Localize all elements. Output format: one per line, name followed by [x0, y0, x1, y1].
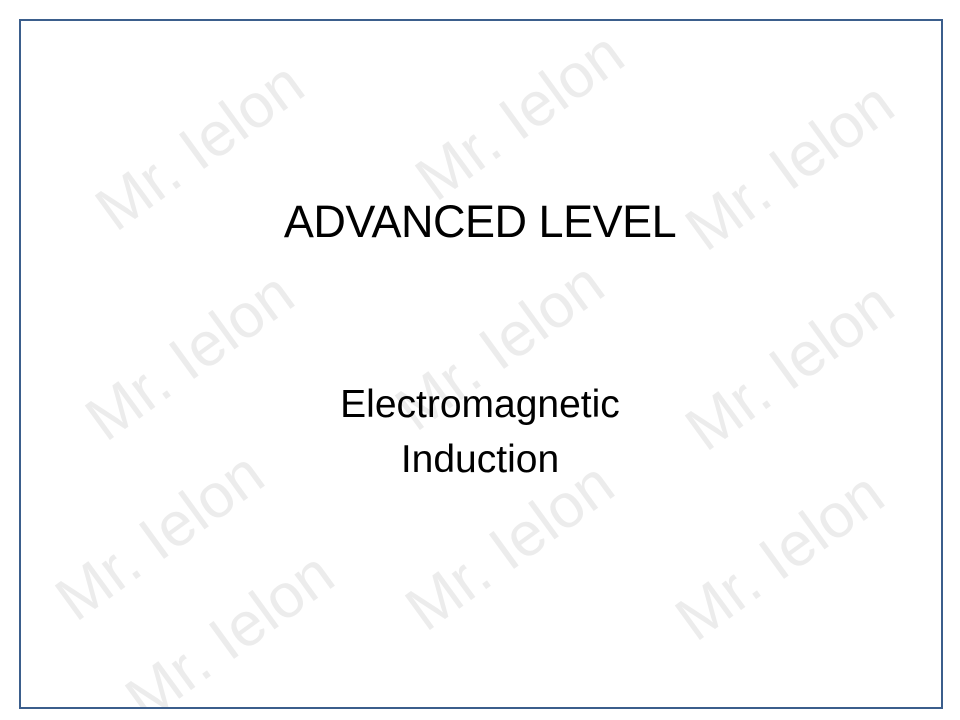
watermark: Mr. Ielon [403, 19, 637, 215]
subtitle-line: Induction [400, 438, 560, 481]
slide-subtitle: Electromagnetic Induction [0, 377, 960, 487]
slide-title: ADVANCED LEVEL [283, 196, 677, 247]
slide: Mr. Ielon Mr. Ielon Mr. Ielon Mr. Ielon … [19, 19, 943, 709]
subtitle-line: Electromagnetic [340, 383, 620, 426]
watermark: Mr. Ielon [663, 458, 897, 655]
